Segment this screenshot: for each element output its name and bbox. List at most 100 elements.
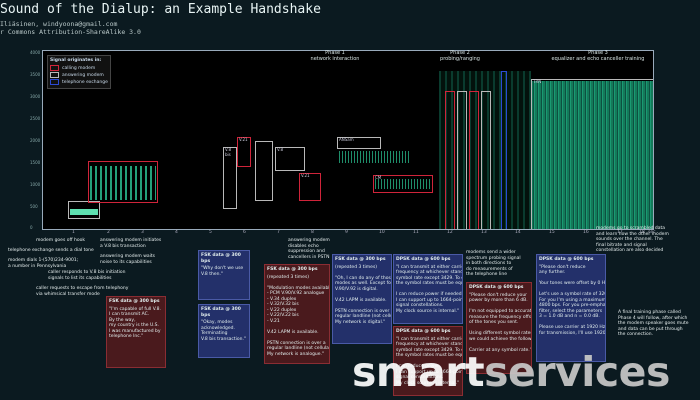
v21-box: V.21 xyxy=(237,137,251,167)
cm-signal xyxy=(375,179,431,189)
axis-tick: 1 xyxy=(72,230,75,235)
caller-escape-label: caller requests to escape from telephony… xyxy=(36,286,129,297)
axis-tick: 11 xyxy=(413,230,419,235)
watermark-main: smart xyxy=(352,348,485,396)
legend-label: answering modem xyxy=(62,72,104,78)
note-text: "Please don't reduce any further. Your t… xyxy=(539,264,606,336)
note-title: FSK data @ 300 bps xyxy=(201,307,241,318)
axis-tick: 13 xyxy=(481,230,487,235)
note-text: (repeated 3 times) "Oh, I can do any of … xyxy=(335,264,392,325)
note-title: FSK data @ 300 bps xyxy=(201,253,241,264)
v21b-box: V.21 xyxy=(299,173,321,201)
v8bis-init-label: answering modem initiates a V.8 bis tran… xyxy=(100,238,162,249)
note-title: FSK data @ 300 bps xyxy=(335,257,386,262)
probing-label: modems send a wider spectrum probing sig… xyxy=(466,250,521,277)
legend-item: calling modem xyxy=(50,65,108,71)
phase3-noise xyxy=(531,81,653,229)
y-label: 3500 xyxy=(30,72,41,77)
author-line: Iliäsinen, windyoona@gmail.com xyxy=(0,20,118,28)
waits-label: answering modem waits noise to its capab… xyxy=(100,254,156,265)
axis-tick: 9 xyxy=(345,230,348,235)
training-label: modems go to scrambled data and learn ho… xyxy=(596,226,669,259)
legend-item: answering modem xyxy=(50,72,108,78)
dialing-box xyxy=(88,161,158,203)
note-text: "Okay, modes acknowledged. Terminating V… xyxy=(201,320,247,342)
note-title: FSK data @ 300 bps xyxy=(109,299,160,304)
axis-tick: 15 xyxy=(549,230,555,235)
note-answer-info: DPSK data @ 600 bps "I can transmit at e… xyxy=(393,254,463,324)
dial-tone-label: telephone exchange sends a dial tone xyxy=(8,248,94,253)
phase-3: Phase 3 equalizer and echo canceller tra… xyxy=(538,50,658,62)
v8bis-box: V.8 bis xyxy=(223,147,237,209)
time-axis: 1 2 3 4 5 6 7 8 9 10 11 12 13 14 15 16 1… xyxy=(42,230,656,236)
training-box: TRN xyxy=(531,79,653,229)
watermark: smartservices xyxy=(352,348,670,396)
note-calling-v8: FSK data @ 300 bps (repeated 3 times) "M… xyxy=(264,264,330,364)
header: Sound of the Dialup: an Example Handshak… xyxy=(0,2,420,36)
note-answer-ack: FSK data @ 300 bps "Okay, modes acknowle… xyxy=(198,304,250,358)
y-label: 500 xyxy=(30,204,38,209)
note-text: "Please don't reduce your power by more … xyxy=(469,292,532,353)
y-label: 1500 xyxy=(30,160,41,165)
phase-3-title: Phase 3 xyxy=(588,50,608,56)
y-label: 2000 xyxy=(30,138,41,143)
ansam-box xyxy=(255,141,273,201)
probe-calling-box xyxy=(445,91,455,229)
v8bis-label: V.8 bis xyxy=(225,147,232,157)
legend-label: calling modem xyxy=(62,65,96,71)
phase-2: Phase 2 probing/ranging xyxy=(432,50,488,62)
note-answer-v8: FSK data @ 300 bps (repeated 3 times) "O… xyxy=(332,254,392,344)
note-answer-probe: DPSK data @ 600 bps "Please don't reduce… xyxy=(536,254,606,362)
note-text: (repeated 3 times) "Modulation modes ava… xyxy=(267,274,329,357)
phase-1-subtitle: network interaction xyxy=(310,56,360,62)
note-text: "I'm capable of full V.8. I can transmit… xyxy=(109,306,161,340)
dial-tone-box xyxy=(68,201,100,219)
phase-1: Phase 1 network interaction xyxy=(290,50,380,62)
legend: Signal originates in: calling modem answ… xyxy=(47,55,111,89)
note-text: "I can transmit at either carrier freque… xyxy=(396,264,463,314)
axis-tick: 4 xyxy=(175,230,178,235)
probe-answer-box xyxy=(457,91,467,229)
phase-1-title: Phase 1 xyxy=(325,50,345,56)
legend-swatch xyxy=(50,65,59,71)
note-calling-v8bis: FSK data @ 300 bps "I'm capable of full … xyxy=(106,296,166,368)
note-text: "I can transmit at either carrier freque… xyxy=(396,336,463,386)
v21b-label: V.21 xyxy=(301,173,310,178)
axis-tick: 16 xyxy=(583,230,589,235)
caller-v8-label: caller responds to V.8 bis initiation si… xyxy=(48,270,126,281)
axis-tick: 6 xyxy=(243,230,246,235)
watermark-accent: services xyxy=(484,348,670,396)
cm-label: CM xyxy=(375,175,382,180)
axis-tick: 14 xyxy=(515,230,521,235)
y-label: 4000 xyxy=(30,50,41,55)
v8-label: V.8 xyxy=(277,147,284,152)
dial-tone-signal xyxy=(70,209,98,215)
dtmf-signal xyxy=(90,166,156,200)
trn-label: TRN xyxy=(533,79,542,84)
y-label: 0 xyxy=(30,225,33,230)
license-line: r Commons Attribution-ShareAlike 3.0 xyxy=(0,28,141,36)
legend-item: telephone exchange xyxy=(50,79,108,85)
note-title: FSK data @ 300 bps xyxy=(267,267,318,272)
axis-tick: 18 xyxy=(639,230,645,235)
axis-tick: 5 xyxy=(209,230,212,235)
page-title: Sound of the Dialup: an Example Handshak… xyxy=(0,2,321,17)
axis-tick: 3 xyxy=(141,230,144,235)
probe-answer2-box xyxy=(481,91,491,229)
legend-title: Signal originates in: xyxy=(50,58,102,63)
note-answer-v8bis: FSK data @ 300 bps "Why don't we use V.8… xyxy=(198,250,250,300)
note-calling-probe: DPSK data @ 600 bps "Please don't reduce… xyxy=(466,282,532,374)
note-text: "Why don't we use V.8 then." xyxy=(201,266,244,277)
echo-box xyxy=(501,71,507,229)
axis-unit: sec xyxy=(648,230,656,235)
note-title: DPSK data @ 600 bps xyxy=(539,257,594,262)
y-label: 1000 xyxy=(30,182,41,187)
off-hook-label: modem goes off hook xyxy=(36,238,85,243)
axis-tick: 17 xyxy=(617,230,623,235)
spectrogram: Signal originates in: calling modem answ… xyxy=(42,50,654,230)
v21-label: V.21 xyxy=(239,137,248,142)
final-phase-label: A final training phase called Phase 4 wi… xyxy=(618,310,689,337)
legend-swatch xyxy=(50,72,59,78)
legend-swatch xyxy=(50,79,59,85)
probe-calling2-box xyxy=(469,91,479,229)
